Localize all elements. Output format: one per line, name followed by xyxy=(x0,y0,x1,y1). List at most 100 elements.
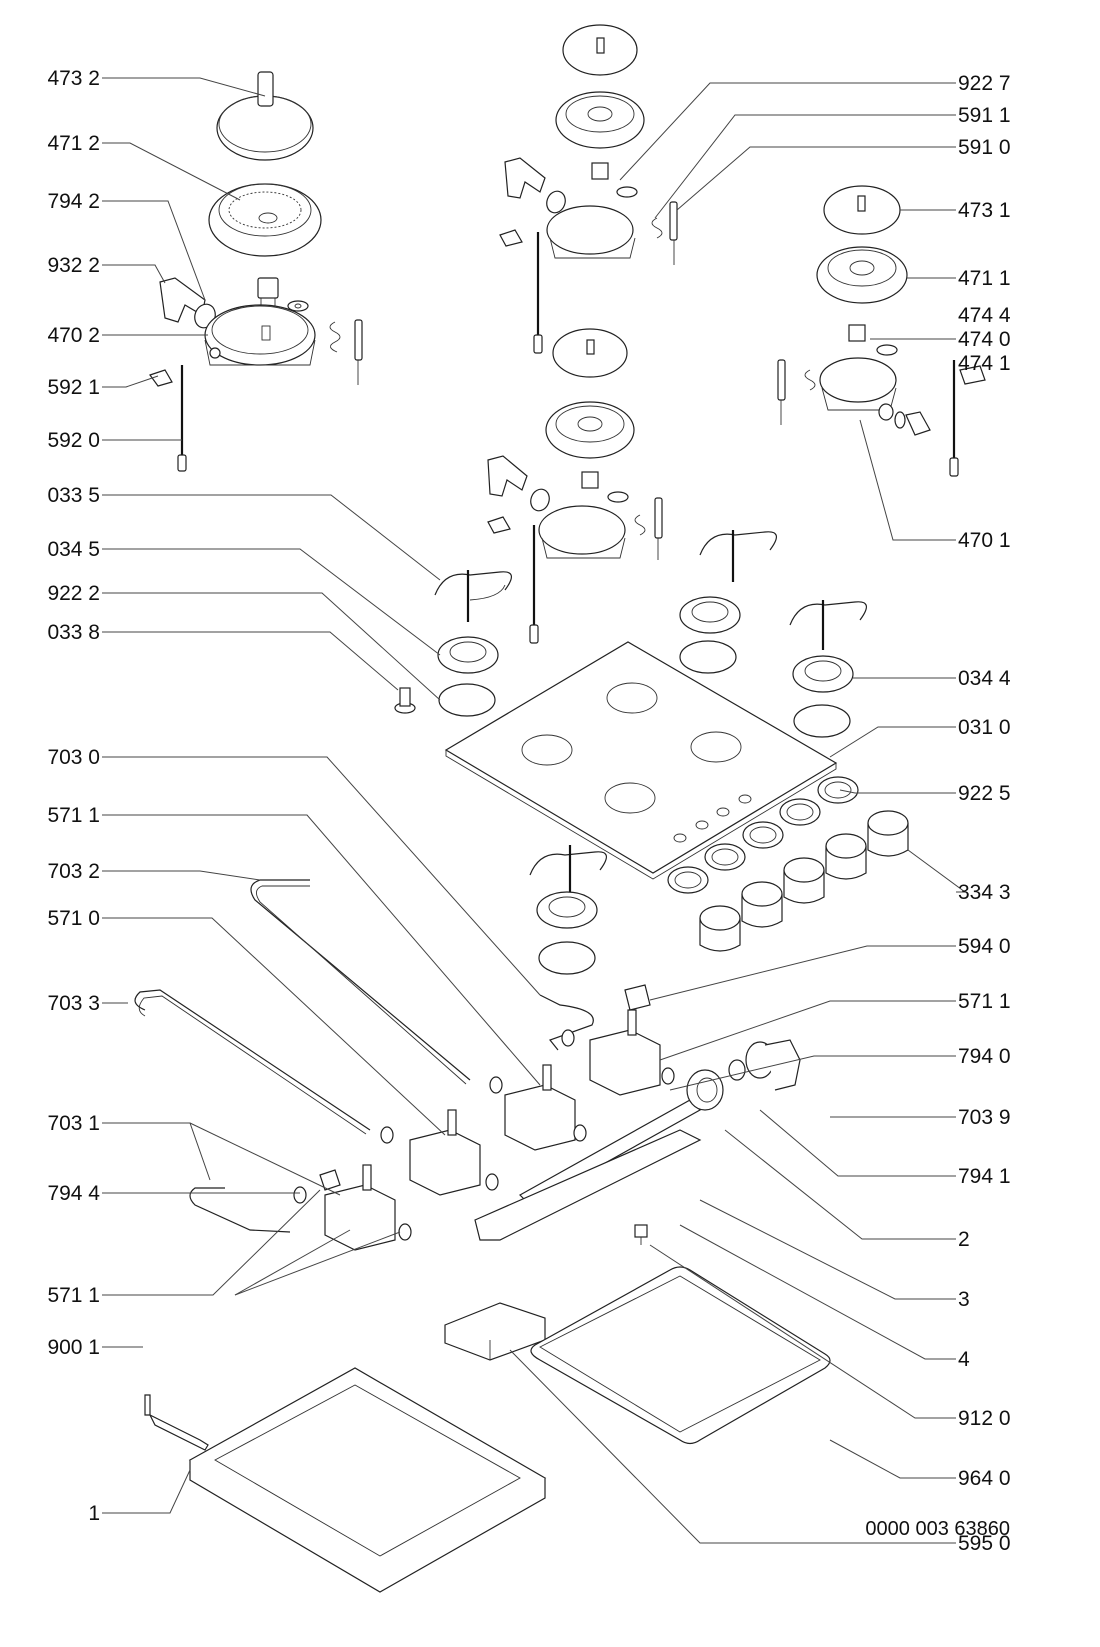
burner-base-left xyxy=(204,304,316,366)
callout-label-794-0: 794 0 xyxy=(958,1045,1011,1068)
thermocouple-middle xyxy=(487,516,539,644)
callout-label-4: 4 xyxy=(958,1348,970,1371)
hob-tray xyxy=(188,1367,547,1593)
gas-rail xyxy=(474,1099,702,1241)
leader-1 xyxy=(102,1469,191,1514)
callout-label-595-0: 595 0 xyxy=(958,1532,1011,1555)
spring-right xyxy=(804,369,816,391)
gas-pipe-703-0 xyxy=(539,994,594,1051)
leader-592-1 xyxy=(102,375,159,388)
callout-label-571-0: 571 0 xyxy=(47,907,100,930)
spring-top-center xyxy=(651,217,663,239)
callout-label-473-2: 473 2 xyxy=(47,67,100,90)
callout-label-591-1: 591 1 xyxy=(958,104,1011,127)
leader-591-1 xyxy=(654,114,956,219)
leader-571-1-c xyxy=(659,1000,956,1061)
callout-label-034-4: 034 4 xyxy=(958,667,1011,690)
callout-label-594-0: 594 0 xyxy=(958,935,1011,958)
burner-crown-middle xyxy=(545,401,635,459)
burner-trim-ring-left xyxy=(437,636,499,674)
burner-cap-middle xyxy=(552,328,628,378)
seal-ring-front xyxy=(538,941,596,975)
thermocouple-top-center xyxy=(499,229,543,354)
leader-473-2 xyxy=(102,77,266,97)
burner-trim-ring-front xyxy=(536,891,598,929)
spring-left xyxy=(329,321,341,353)
electrode-middle xyxy=(654,497,663,560)
burner-base-top-center xyxy=(546,205,636,259)
burner-crown-right xyxy=(816,246,908,304)
callout-label-474-4: 474 4 xyxy=(958,304,1011,327)
callout-label-912-0: 912 0 xyxy=(958,1407,1011,1430)
leader-471-2 xyxy=(102,142,241,201)
control-knobs xyxy=(699,810,909,952)
leader-703-1 xyxy=(102,1122,211,1181)
burner-trim-ring-right xyxy=(792,655,854,693)
injector-top-center xyxy=(591,162,638,198)
leader-033-8 xyxy=(102,631,399,691)
gas-pipe-703-2 xyxy=(250,879,471,1085)
leader-034-5 xyxy=(102,548,441,656)
leader-964-0 xyxy=(829,1439,956,1479)
hob-seal xyxy=(530,1266,831,1445)
leader-591-0 xyxy=(676,146,956,211)
callout-label-334-3: 334 3 xyxy=(958,881,1011,904)
bracket-900-1 xyxy=(144,1394,209,1451)
flame-clip-top-center xyxy=(504,157,566,214)
inlet-washer xyxy=(728,1059,746,1081)
callout-label-703-0: 703 0 xyxy=(47,746,100,769)
leader-470-1 xyxy=(859,419,956,541)
leader-571-0 xyxy=(102,917,446,1136)
leader-571-1-a xyxy=(102,814,541,1086)
leader-2 xyxy=(724,1129,956,1240)
leader-703-1-b xyxy=(189,1122,341,1196)
callout-label-703-3: 703 3 xyxy=(47,992,100,1015)
knob-bezels xyxy=(667,776,859,894)
injector-middle xyxy=(581,471,629,503)
callout-label-474-1: 474 1 xyxy=(958,352,1011,375)
callout-label-794-1: 794 1 xyxy=(958,1165,1011,1188)
leader-4 xyxy=(679,1224,956,1360)
leader-594-0 xyxy=(649,945,956,1001)
seal-ring-left xyxy=(438,683,496,717)
callout-label-571-1-b: 571 1 xyxy=(47,1284,100,1307)
callout-label-591-0: 591 0 xyxy=(958,136,1011,159)
callout-label-922-5: 922 5 xyxy=(958,782,1011,805)
callout-label-1: 1 xyxy=(88,1502,100,1525)
leader-571-1-b xyxy=(102,1189,321,1296)
leader-571-1-b-2 xyxy=(234,1229,351,1296)
burner-crown-left xyxy=(208,183,322,257)
callout-label-470-1: 470 1 xyxy=(958,529,1011,552)
electrode-left xyxy=(354,319,363,385)
earth-screw xyxy=(634,1224,648,1245)
callout-label-034-5: 034 5 xyxy=(47,538,100,561)
pan-support-center xyxy=(699,530,777,582)
leader-703-2 xyxy=(102,870,261,881)
callout-label-571-1-c: 571 1 xyxy=(958,990,1011,1013)
burner-base-middle xyxy=(538,505,626,559)
gas-pipe-703-1 xyxy=(189,1187,291,1233)
burner-cap-right xyxy=(823,185,901,235)
seal-ring-center xyxy=(679,640,737,674)
leader-794-1 xyxy=(759,1109,956,1177)
gas-valve-4 xyxy=(589,984,661,1096)
electrode-right xyxy=(777,359,786,425)
callout-label-900-1: 900 1 xyxy=(47,1336,100,1359)
gas-pipe-703-3 xyxy=(134,989,371,1135)
document-number: 0000 003 63860 xyxy=(865,1518,1010,1540)
leader-033-5 xyxy=(102,494,441,581)
burner-base-right xyxy=(819,357,931,436)
burner-cap-top-center xyxy=(562,24,638,76)
injector-left xyxy=(257,277,309,312)
callout-label-033-5: 033 5 xyxy=(47,484,100,507)
seal-ring-right xyxy=(793,704,851,738)
knob-spindle-adapter xyxy=(394,687,416,714)
callout-label-2: 2 xyxy=(958,1228,970,1251)
callout-label-031-0: 031 0 xyxy=(958,716,1011,739)
gas-valve-3 xyxy=(504,1064,576,1151)
leader-3 xyxy=(699,1199,956,1300)
leader-912-0 xyxy=(649,1244,956,1419)
inlet-elbow xyxy=(745,1039,801,1091)
